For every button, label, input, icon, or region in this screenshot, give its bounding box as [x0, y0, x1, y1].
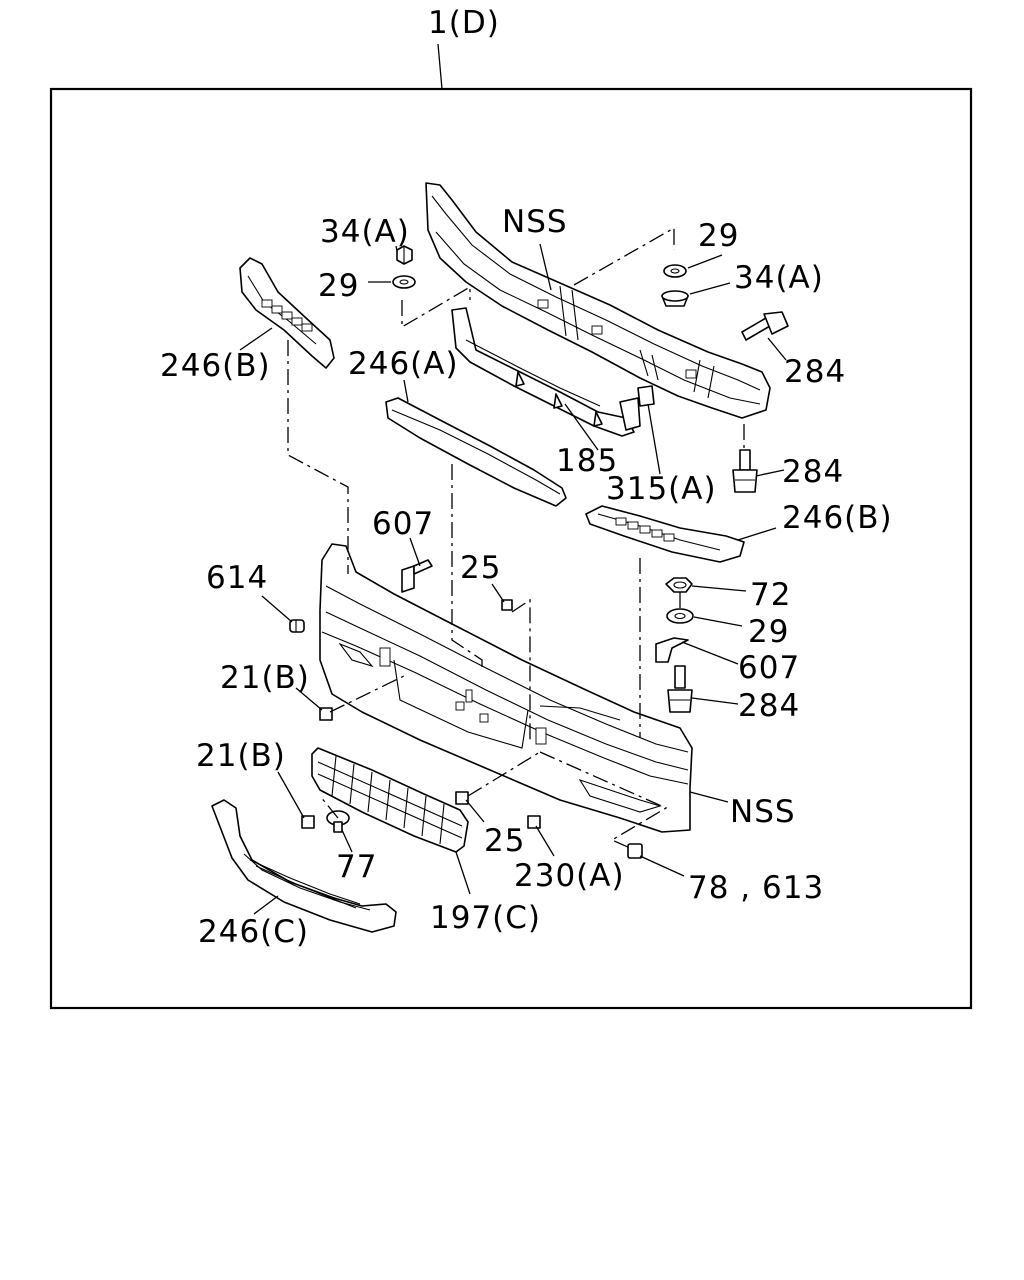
- leader-29-right: [687, 254, 723, 269]
- dash-line-8: [329, 673, 409, 713]
- nut-34a-right: [661, 290, 689, 307]
- trim-246c: [211, 799, 397, 933]
- leader-607-left: [409, 537, 421, 567]
- label-nut-34a-left: 34(A): [320, 214, 410, 250]
- leader-21b-lower: [277, 771, 305, 819]
- leader-246b-right: [737, 527, 777, 541]
- leader-21b-upper: [295, 687, 323, 711]
- leader-185: [564, 403, 599, 451]
- bracket-185: [451, 307, 641, 437]
- label-clip-315a: 315(A): [606, 471, 717, 507]
- washer-29-right: [663, 264, 687, 278]
- dash-line-6: [511, 598, 531, 740]
- bumper-reinforcement-beam: [425, 182, 771, 419]
- leader-246c: [253, 895, 279, 915]
- leader-614: [261, 595, 293, 623]
- leader-230a: [535, 825, 555, 857]
- washer-29-lower: [666, 608, 694, 624]
- bumper-face: [319, 543, 693, 833]
- leader-78-613: [639, 855, 685, 877]
- dash-line-5: [451, 464, 483, 670]
- washer-29-left: [392, 275, 416, 289]
- label-clip-21b-lower: 21(B): [196, 738, 286, 774]
- leader-246b-left: [239, 327, 273, 351]
- nut-78-613: [627, 843, 643, 859]
- plug-614: [289, 619, 305, 633]
- dash-line-9: [467, 751, 541, 797]
- label-nss-bottom: NSS: [730, 794, 796, 830]
- nut-72: [665, 577, 693, 593]
- label-trim-246b-right: 246(B): [782, 500, 893, 536]
- clip-315a: [637, 385, 655, 407]
- clip-25-upper: [501, 599, 513, 611]
- trim-246b-right: [585, 505, 745, 563]
- label-screw-77: 77: [336, 849, 377, 885]
- dash-line-10: [539, 751, 668, 849]
- label-washer-29-left: 29: [318, 268, 359, 304]
- clip-21b-upper: [319, 707, 333, 721]
- label-trim-246c: 246(C): [198, 914, 309, 950]
- label-washer-29-lower: 29: [748, 614, 789, 650]
- leader-607-right: [681, 641, 739, 665]
- label-nut-34a-right: 34(A): [734, 260, 824, 296]
- bracket-607-right: [655, 637, 689, 663]
- leader-29-lower: [693, 616, 743, 627]
- label-clip-25-upper: 25: [460, 550, 501, 586]
- label-grille-197c: 197(C): [430, 900, 541, 936]
- label-bolt-284-lower: 284: [738, 688, 800, 724]
- label-washer-29-right: 29: [698, 218, 739, 254]
- dash-line-3: [287, 340, 349, 574]
- leader-284-mid: [755, 469, 785, 477]
- grille-197c: [311, 747, 469, 853]
- leader-315a: [647, 403, 661, 475]
- label-clip-21b-upper: 21(B): [220, 660, 310, 696]
- label-trim-246a: 246(A): [348, 346, 459, 382]
- label-clip-25-lower: 25: [484, 823, 525, 859]
- diagram-frame: [49, 87, 973, 1010]
- leader-197c: [455, 851, 471, 895]
- trim-246a: [385, 397, 567, 507]
- label-nut-78-613: 78 , 613: [688, 870, 824, 906]
- leader-nss-top: [539, 243, 552, 291]
- trim-246b-left: [239, 257, 335, 369]
- label-bracket-607-left: 607: [372, 506, 434, 542]
- leader-72: [691, 585, 747, 592]
- screw-77: [326, 810, 350, 833]
- leader-25-upper: [491, 583, 505, 603]
- dash-line-2: [573, 226, 675, 286]
- leader-34a-right: [689, 282, 731, 295]
- label-bracket-185: 185: [556, 443, 618, 479]
- label-clip-230a: 230(A): [514, 858, 625, 894]
- label-plug-614: 614: [206, 560, 268, 596]
- label-bracket-607-right: 607: [738, 650, 800, 686]
- dash-line-11: [319, 795, 339, 819]
- label-bolt-284-top: 284: [784, 354, 846, 390]
- label-bolt-284-mid: 284: [782, 454, 844, 490]
- bolt-284-lower: [667, 665, 693, 713]
- nut-34a-left: [396, 245, 413, 265]
- leader-assembly: [437, 43, 443, 90]
- label-nut-72: 72: [750, 577, 791, 613]
- dash-line-1: [401, 285, 471, 329]
- clip-230a: [527, 815, 541, 829]
- leader-284-top: [767, 337, 787, 361]
- leader-34a-left: [395, 245, 398, 252]
- bolt-284-mid: [732, 449, 758, 493]
- leader-25-lower: [465, 799, 485, 823]
- clip-21b-lower: [301, 815, 315, 829]
- bolt-284-top: [741, 311, 789, 341]
- leader-77: [341, 829, 353, 853]
- label-trim-246b-left: 246(B): [160, 348, 271, 384]
- clip-25-lower: [455, 791, 469, 805]
- leader-246a: [403, 379, 409, 403]
- label-assembly: 1(D): [428, 5, 500, 41]
- leader-nss-bottom: [689, 791, 729, 803]
- label-nss-top: NSS: [502, 204, 568, 240]
- leader-284-lower: [691, 697, 739, 705]
- bracket-607-left: [401, 559, 433, 593]
